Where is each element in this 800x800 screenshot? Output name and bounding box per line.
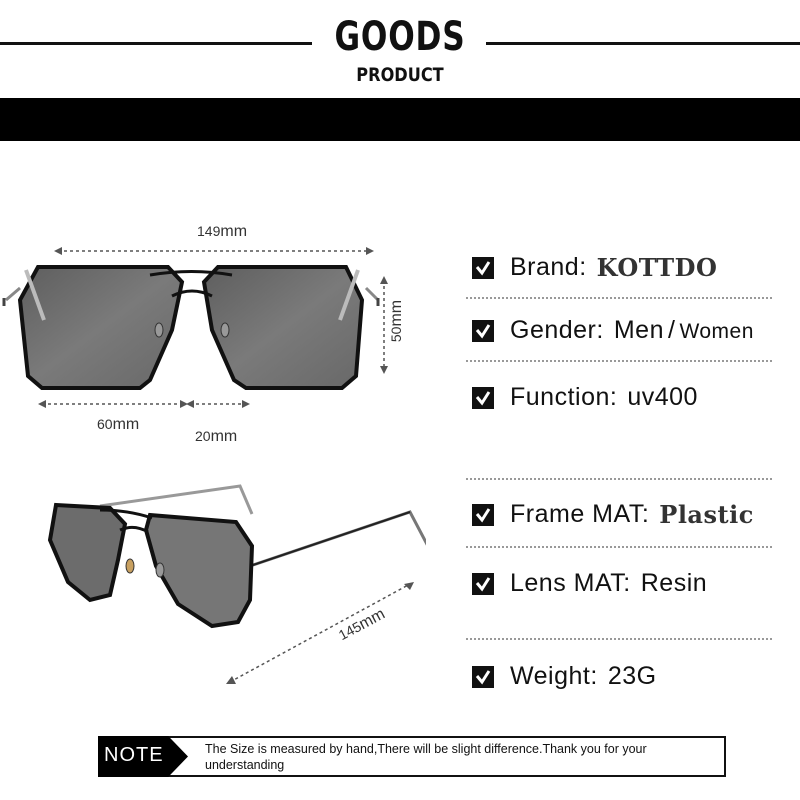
total-width-unit: mm xyxy=(220,223,248,240)
checkbox-checked-icon xyxy=(472,572,494,595)
spec-label: Lens MAT: xyxy=(510,569,631,597)
spec-divider xyxy=(466,360,772,362)
spec-row-function: Function: uv400 xyxy=(472,383,698,412)
spec-value: Resin xyxy=(640,569,708,597)
spec-row-gender: Gender: Men/Women xyxy=(472,316,754,345)
spec-divider xyxy=(466,638,772,640)
angled-view-glasses-image xyxy=(47,484,432,684)
spec-value: KOTTDO xyxy=(596,253,718,282)
header-subtitle: PRODUCT xyxy=(356,64,444,86)
spec-value: Plastic xyxy=(659,500,754,529)
spec-label: Function: xyxy=(510,383,618,411)
header-rule-left xyxy=(0,42,312,45)
header-black-bar xyxy=(0,98,800,141)
spec-label: Brand: xyxy=(510,253,587,281)
bridge-width-value: 20 xyxy=(195,428,211,444)
lens-width-label: 60mm xyxy=(97,416,139,434)
bridge-width-unit: mm xyxy=(210,428,238,445)
spec-value-separator: / xyxy=(667,316,676,344)
spec-label: Gender: xyxy=(510,316,604,344)
note-box xyxy=(98,736,726,777)
lens-height-value: 50 xyxy=(388,326,405,343)
angled-left-lens xyxy=(47,502,128,603)
header-rule-right xyxy=(486,42,800,45)
spec-value-alt: Women xyxy=(679,320,754,343)
lens-width-value: 60 xyxy=(97,416,113,432)
spec-value: 23G xyxy=(607,662,657,690)
spec-divider xyxy=(466,546,772,548)
spec-row-weight: Weight: 23G xyxy=(472,662,657,691)
checkbox-checked-icon xyxy=(472,665,494,688)
total-width-value: 149 xyxy=(197,223,221,239)
note-text: The Size is measured by hand,There will … xyxy=(205,742,647,772)
spec-divider xyxy=(466,478,772,480)
spec-row-frame-material: Frame MAT: Plastic xyxy=(472,500,754,529)
note-tag-label: NOTE xyxy=(104,744,164,766)
front-view-glasses-image xyxy=(2,247,388,408)
checkbox-checked-icon xyxy=(472,319,494,342)
lens-height-label: 50mm xyxy=(388,300,406,342)
left-lens xyxy=(17,265,185,390)
checkbox-checked-icon xyxy=(472,256,494,279)
spec-row-brand: Brand: KOTTDO xyxy=(472,253,717,282)
checkbox-checked-icon xyxy=(472,503,494,526)
spec-divider xyxy=(466,297,772,299)
spec-value: Men/Women xyxy=(614,316,754,345)
total-width-label: 149mm xyxy=(197,223,247,241)
lens-height-unit: mm xyxy=(388,299,406,327)
bridge-width-label: 20mm xyxy=(195,428,237,446)
spec-label: Frame MAT: xyxy=(510,500,650,528)
spec-row-lens-material: Lens MAT: Resin xyxy=(472,569,707,598)
spec-value-main: Men xyxy=(613,316,664,344)
checkbox-checked-icon xyxy=(472,386,494,409)
note-tag xyxy=(98,736,188,777)
spec-label: Weight: xyxy=(510,662,598,690)
spec-value: uv400 xyxy=(627,383,698,411)
header-title: GOODS xyxy=(334,14,466,60)
angled-right-lens xyxy=(143,512,255,629)
lens-width-unit: mm xyxy=(112,416,140,433)
